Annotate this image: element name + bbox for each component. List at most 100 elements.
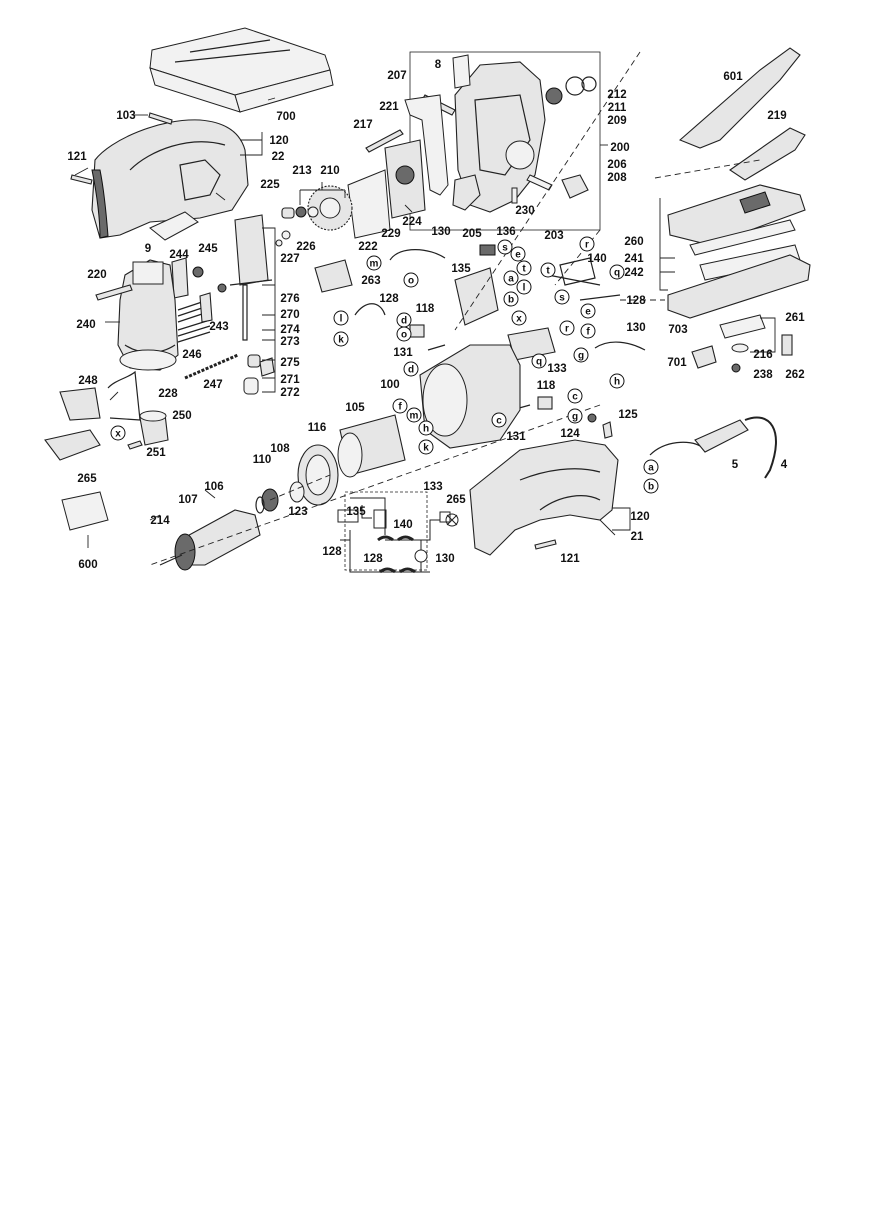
part-roller-parts — [243, 354, 275, 395]
part-number: 131 — [393, 347, 413, 359]
part-connector-118b — [537, 396, 553, 410]
part-number: 200 — [610, 142, 629, 154]
part-number: 130 — [626, 322, 645, 334]
part-number: 265 — [446, 494, 466, 506]
part-number: 211 — [608, 102, 627, 114]
part-wire-128b — [579, 294, 621, 301]
part-number: 247 — [203, 379, 222, 391]
wire-letter: e — [585, 307, 591, 318]
part-guide-blocks — [171, 257, 227, 323]
part-number: 241 — [624, 253, 644, 265]
part-number: 270 — [280, 309, 299, 321]
part-number: 273 — [280, 336, 299, 348]
wire-letter: s — [502, 243, 508, 254]
part-number: 276 — [280, 293, 299, 305]
part-number: 207 — [387, 70, 406, 82]
part-number: 128 — [626, 295, 646, 307]
part-screw-220 — [95, 284, 133, 301]
part-base-hardware — [691, 314, 793, 373]
part-number: 106 — [204, 481, 223, 493]
part-carry-case — [149, 27, 334, 113]
part-number: 601 — [723, 71, 743, 83]
wire-letter: e — [515, 250, 521, 261]
part-screw-121a — [70, 174, 93, 185]
part-number: 274 — [280, 324, 300, 336]
part-wire-128a — [354, 303, 386, 316]
part-number: 600 — [78, 559, 97, 571]
part-number: 128 — [322, 546, 342, 558]
part-number: 135 — [451, 263, 471, 275]
part-motor-housing-240 — [117, 259, 179, 371]
wire-letter: g — [572, 412, 578, 423]
part-number: 272 — [280, 387, 299, 399]
part-number: 110 — [253, 454, 272, 466]
part-number: 217 — [353, 119, 372, 131]
part-number: 135 — [346, 506, 366, 518]
wire-letter: x — [115, 429, 121, 440]
part-lower-parts — [44, 370, 169, 531]
part-gear-210 — [307, 185, 353, 231]
part-number: 121 — [67, 151, 87, 163]
wire-letter: a — [648, 463, 654, 474]
part-capacitor-140 — [547, 257, 601, 286]
part-number: 105 — [345, 402, 365, 414]
part-number: 245 — [198, 243, 218, 255]
wire-letter: q — [614, 268, 620, 279]
part-baffle-116 — [297, 444, 339, 506]
part-armature-106 — [159, 509, 261, 571]
part-upper-housing — [91, 119, 249, 239]
wire-letter: d — [408, 365, 414, 376]
part-number: 130 — [431, 226, 450, 238]
wire-letter: t — [522, 264, 526, 275]
part-stator-105 — [337, 414, 406, 478]
wire-letter: t — [546, 266, 550, 277]
wire-letter: f — [586, 327, 590, 338]
part-number: 225 — [260, 179, 280, 191]
part-number: 701 — [667, 357, 687, 369]
part-number: 248 — [78, 375, 98, 387]
part-number: 140 — [587, 253, 606, 265]
part-number: 128 — [379, 293, 399, 305]
part-number: 205 — [462, 228, 482, 240]
part-springs — [177, 299, 239, 380]
wire-letter: m — [370, 259, 379, 270]
part-number: 4 — [781, 459, 788, 471]
part-number: 100 — [380, 379, 399, 391]
part-number: 261 — [785, 312, 805, 324]
part-number: 125 — [618, 409, 638, 421]
part-number: 128 — [363, 553, 383, 565]
wire-letter: d — [401, 316, 407, 327]
part-number: 238 — [753, 369, 773, 381]
part-number: 703 — [668, 324, 687, 336]
part-number: 244 — [169, 249, 189, 261]
part-number: 120 — [269, 135, 288, 147]
part-number: 203 — [544, 230, 563, 242]
part-number: 118 — [537, 380, 556, 392]
part-switch-135 — [454, 244, 499, 326]
wire-letter: c — [496, 416, 502, 427]
part-number: 265 — [77, 473, 97, 485]
part-number: 230 — [515, 205, 534, 217]
part-dust-nozzle-601 — [678, 47, 801, 149]
part-label-plate — [149, 211, 199, 241]
wire-letter: l — [340, 314, 343, 325]
part-field-housing-100 — [419, 344, 521, 449]
part-229 — [347, 169, 391, 239]
part-number: 246 — [182, 349, 201, 361]
part-handle-housing-120 — [469, 439, 619, 556]
part-number-labels: 700 8 207 212 211 209 601 103 120 22 121… — [67, 59, 805, 571]
part-number: 121 — [560, 553, 580, 565]
part-number: 108 — [270, 443, 290, 455]
part-base-703 — [667, 254, 811, 319]
part-number: 206 — [607, 159, 626, 171]
part-shoe-260 — [667, 184, 806, 246]
part-number: 213 — [292, 165, 311, 177]
part-number: 251 — [146, 447, 166, 459]
part-number: 131 — [506, 431, 526, 443]
part-number: 140 — [393, 519, 412, 531]
wire-letter: r — [565, 324, 569, 335]
part-plunger-assembly — [229, 214, 273, 341]
leader-lines — [74, 97, 776, 548]
part-number: 229 — [381, 228, 400, 240]
